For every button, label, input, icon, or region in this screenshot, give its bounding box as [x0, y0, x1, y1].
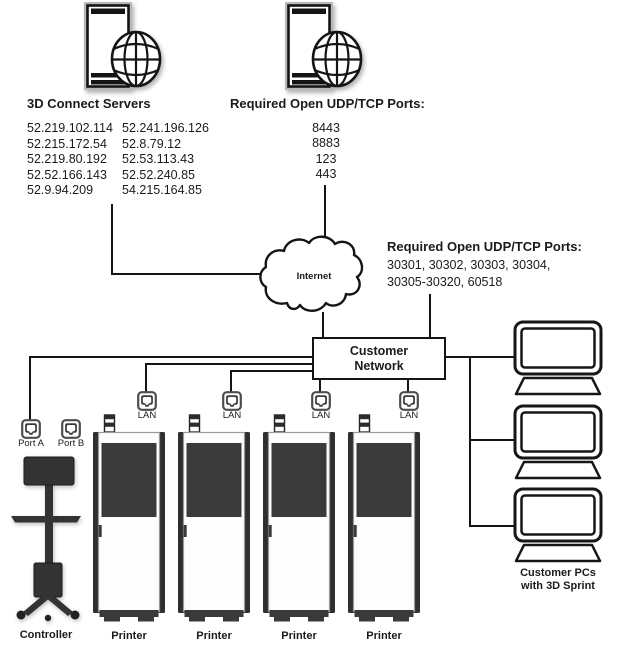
- server-ports-heading: Required Open UDP/TCP Ports:: [230, 96, 425, 111]
- connector-line: [324, 185, 326, 241]
- cloud-icon: [259, 235, 364, 312]
- server-globe-icon: [84, 2, 162, 90]
- port-number: 8443: [312, 121, 340, 135]
- ip-list-col1: 52.219.102.114 52.215.172.54 52.219.80.1…: [27, 121, 113, 199]
- printer-label: Printer: [196, 630, 232, 642]
- connector-line: [407, 376, 409, 392]
- connector-line: [111, 273, 268, 275]
- connector-line: [469, 356, 471, 527]
- connector-line: [230, 370, 232, 392]
- port-range-line: 30301, 30302, 30303, 30304,: [387, 258, 551, 272]
- controller-label: Controller: [19, 629, 73, 641]
- printer-label: Printer: [366, 630, 402, 642]
- connector-line: [429, 294, 431, 338]
- laptop-icon: [513, 487, 603, 563]
- printer-label: Printer: [111, 630, 147, 642]
- customer-network-box: Customer Network: [312, 337, 446, 380]
- server-ports-list: 8443 8883 123 443: [296, 121, 356, 182]
- customer-pcs-label: Customer PCs with 3D Sprint: [503, 567, 613, 593]
- laptop-icon: [513, 404, 603, 480]
- printer-icon: [348, 414, 420, 622]
- lan-port-icon: [311, 391, 331, 411]
- connector-line: [319, 376, 321, 392]
- lan-port-icon: [137, 391, 157, 411]
- printer-icon: [93, 414, 165, 622]
- connector-line: [441, 356, 514, 358]
- printer-label: Printer: [281, 630, 317, 642]
- ip-address: 52.219.80.192: [27, 152, 107, 167]
- printer-icon: [178, 414, 250, 622]
- customer-network-label: Network: [354, 358, 404, 373]
- ip-address: 52.241.196.126: [122, 121, 209, 135]
- connector-line: [111, 204, 113, 274]
- lan-label: LAN: [311, 410, 331, 421]
- port-range-line: 30305-30320, 60518: [387, 275, 503, 289]
- port-a-label: Port A: [18, 438, 44, 449]
- customer-network-label: Customer: [349, 343, 409, 358]
- port-number: 443: [315, 166, 337, 181]
- printer-icon: [263, 414, 335, 622]
- lan-port-icon: [222, 391, 242, 411]
- customer-pcs-line2: with 3D Sprint: [521, 580, 595, 592]
- connector-line: [145, 363, 147, 392]
- port-number: 8883: [312, 136, 340, 151]
- internet-label: Internet: [296, 271, 332, 282]
- connector-line: [469, 525, 514, 527]
- server-globe-icon: [285, 2, 363, 90]
- connect-servers-heading: 3D Connect Servers: [27, 96, 151, 111]
- port-a-icon: [21, 419, 41, 439]
- ip-address: 52.52.166.143: [27, 167, 107, 182]
- network-ports-values: 30301, 30302, 30303, 30304, 30305-30320,…: [387, 257, 550, 291]
- ip-address: 52.53.113.43: [122, 152, 195, 167]
- controller-cart-icon: [11, 456, 81, 622]
- lan-label: LAN: [399, 410, 419, 421]
- lan-label: LAN: [222, 410, 242, 421]
- ip-address: 52.215.172.54: [27, 136, 107, 151]
- connector-line: [322, 312, 324, 338]
- ip-address: 52.52.240.85: [122, 167, 195, 182]
- port-b-icon: [61, 419, 81, 439]
- connector-line: [469, 439, 514, 441]
- lan-label: LAN: [137, 410, 157, 421]
- internet-cloud: Internet: [257, 233, 371, 319]
- connector-line: [145, 363, 314, 365]
- ip-address: 54.215.164.85: [122, 183, 202, 198]
- connector-line: [29, 356, 314, 358]
- ip-address: 52.8.79.12: [122, 136, 182, 151]
- connector-line: [29, 356, 31, 420]
- ip-address: 52.219.102.114: [27, 121, 113, 135]
- lan-port-icon: [399, 391, 419, 411]
- connector-line: [230, 370, 314, 372]
- port-b-label: Port B: [57, 438, 85, 449]
- port-number: 123: [315, 151, 337, 166]
- network-ports-heading: Required Open UDP/TCP Ports:: [387, 239, 582, 254]
- ip-address: 52.9.94.209: [27, 183, 94, 198]
- laptop-icon: [513, 320, 603, 396]
- customer-pcs-line1: Customer PCs: [520, 567, 596, 579]
- ip-list-col2: 52.241.196.126 52.8.79.12 52.53.113.43 5…: [122, 121, 209, 199]
